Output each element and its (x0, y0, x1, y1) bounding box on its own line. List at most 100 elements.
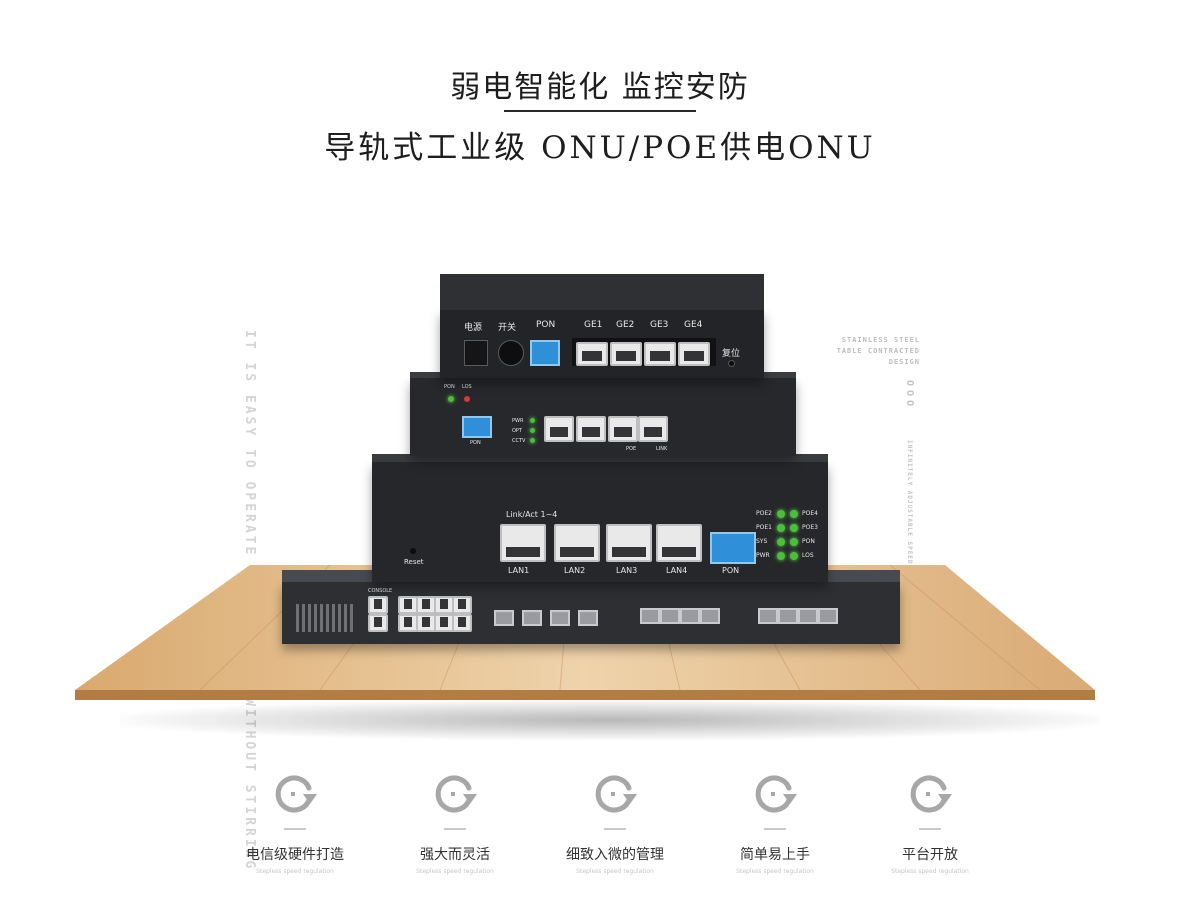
ge2-port (610, 342, 642, 366)
poe-onu: Link/Act 1~4 Reset LAN1 LAN2 LAN3 LAN4 P… (372, 454, 828, 582)
sfp-slot (798, 608, 818, 624)
led-los (790, 552, 798, 560)
link-act-label: Link/Act 1~4 (506, 510, 558, 519)
power-switch (498, 340, 524, 366)
feature-title: 强大而灵活 (420, 847, 490, 863)
lan4-port (656, 524, 702, 562)
led-poe2 (777, 510, 785, 518)
led-pwr (777, 552, 785, 560)
feature-title: 平台开放 (902, 847, 958, 863)
feature-subtitle: Stepless speed regulation (736, 868, 814, 875)
feature-item: 强大而灵活 Stepless speed regulation (370, 770, 540, 875)
ge3-port (644, 342, 676, 366)
lan2-label: LAN2 (564, 566, 586, 575)
label-ge4: GE4 (684, 320, 703, 330)
sfp-slot (640, 608, 660, 624)
reset-label: Reset (404, 558, 424, 566)
console-port (368, 596, 388, 614)
refresh-icon (275, 775, 317, 813)
pon-port (710, 532, 756, 564)
side-label-opt: OPT (512, 428, 523, 434)
ge-port (434, 596, 454, 614)
gpon-onu: 电源 开关 PON GE1 GE2 GE3 GE4 复位 (440, 274, 764, 378)
ge1-port (576, 342, 608, 366)
lan2-port (554, 524, 600, 562)
feature-divider (284, 828, 306, 830)
led-label-sys: SYS (756, 538, 768, 545)
feature-divider (604, 828, 626, 830)
side-label-pwr: PWR (512, 418, 524, 424)
led-label-pon: PON (802, 538, 815, 545)
gpon-onu-top-panel (440, 274, 764, 310)
led-label-poe3: POE3 (802, 524, 818, 531)
feature-subtitle: Stepless speed regulation (256, 868, 334, 875)
refresh-icon (910, 775, 952, 813)
led-label-los: LOS (462, 384, 472, 390)
pon-label: PON (470, 440, 481, 446)
label-power: 电源 (464, 323, 483, 333)
ge-port (416, 614, 436, 632)
led-sys (777, 538, 785, 546)
ge-port (452, 596, 472, 614)
feature-title: 简单易上手 (740, 847, 810, 863)
refresh-icon (435, 775, 477, 813)
refresh-icon (755, 775, 797, 813)
mgmt-port (368, 614, 388, 632)
lan1-label: LAN1 (508, 566, 530, 575)
reset-hole (410, 548, 416, 554)
sfp-slot (778, 608, 798, 624)
led-poe4 (790, 510, 798, 518)
power-jack (464, 340, 488, 366)
lan-port (608, 416, 638, 442)
led-pon (448, 396, 454, 402)
led-label-los: LOS (802, 552, 814, 559)
sfp-slot (758, 608, 778, 624)
feature-divider (764, 828, 786, 830)
led-label-poe2: POE2 (756, 510, 772, 517)
page-title-line1: 弱电智能化 监控安防 (450, 70, 750, 105)
sfp-slot (550, 610, 570, 626)
feature-list: 电信级硬件打造 Stepless speed regulation 强大而灵活 … (0, 770, 1200, 910)
sfp-slot (660, 608, 680, 624)
label-switch: 开关 (498, 323, 517, 333)
refresh-icon (595, 775, 637, 813)
background-text-right-top: STAINLESS STEEL TABLE CONTRACTED DESIGN (836, 336, 920, 366)
label-reset: 复位 (722, 349, 741, 359)
ge-port (416, 596, 436, 614)
feature-divider (444, 828, 466, 830)
small-onu: PON LOS PON PWR OPT CCTV POE LINK (410, 372, 796, 456)
lan1-port (500, 524, 546, 562)
ge-port (398, 596, 418, 614)
ge4-port (678, 342, 710, 366)
poe-onu-top-panel (372, 454, 828, 462)
label-ge1: GE1 (584, 320, 603, 330)
led-label-pon: PON (444, 384, 455, 390)
feature-subtitle: Stepless speed regulation (416, 868, 494, 875)
label-pon: PON (536, 320, 556, 330)
label-ge2: GE2 (616, 320, 635, 330)
lan-port (544, 416, 574, 442)
feature-item: 简单易上手 Stepless speed regulation (690, 770, 860, 875)
background-text-right-vertical: OOO (904, 380, 915, 411)
title-divider (504, 110, 696, 112)
sfp-slot (700, 608, 720, 624)
led-label-pwr: PWR (756, 552, 770, 559)
led-label-poe1: POE1 (756, 524, 772, 531)
feature-subtitle: Stepless speed regulation (576, 868, 654, 875)
sfp-slot (522, 610, 542, 626)
led-pwr (530, 418, 535, 423)
lan-port (576, 416, 606, 442)
feature-title: 电信级硬件打造 (246, 847, 344, 863)
product-scene: CONSOLE Link/Act 1~4 Reset LAN1 (0, 260, 1200, 760)
lan3-label: LAN3 (616, 566, 638, 575)
pon-port (530, 340, 560, 366)
bottom-label-poe: POE (626, 446, 637, 452)
console-label: CONSOLE (368, 588, 393, 594)
led-poe3 (790, 524, 798, 532)
page-title-line2: 导轨式工业级 ONU/POE供电ONU (324, 130, 876, 166)
sfp-slot (680, 608, 700, 624)
rack-switch: CONSOLE (282, 570, 900, 644)
ge-port (434, 614, 454, 632)
label-ge3: GE3 (650, 320, 669, 330)
feature-item: 平台开放 Stepless speed regulation (845, 770, 1015, 875)
